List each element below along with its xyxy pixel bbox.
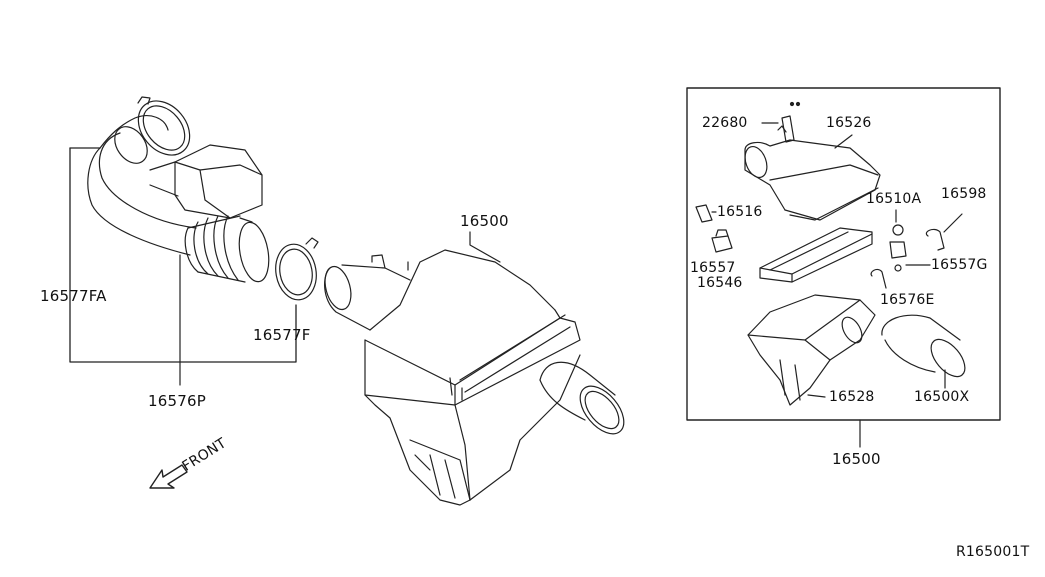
part-label-16577F: 16577F <box>253 326 311 344</box>
part-label-16500-box: 16500 <box>832 450 881 468</box>
part-label-16557G: 16557G <box>931 257 988 273</box>
part-label-16510A: 16510A <box>866 191 922 207</box>
air-duct-hose-drawing <box>69 96 297 386</box>
part-label-16557: 16557 <box>690 260 736 276</box>
part-label-16576E: 16576E <box>880 292 935 308</box>
part-label-16516: 16516 <box>717 204 763 220</box>
diagram-reference-code: R165001T <box>956 544 1030 560</box>
hose-clamp-drawing <box>275 237 319 301</box>
part-label-16546: 16546 <box>697 275 743 291</box>
part-label-16528: 16528 <box>829 389 875 405</box>
air-cleaner-assembly-drawing <box>324 231 625 506</box>
front-direction-arrow <box>149 464 188 489</box>
part-label-16577FA: 16577FA <box>40 287 107 305</box>
part-label-16576P: 16576P <box>148 392 206 410</box>
exploded-components-drawing <box>695 101 966 406</box>
part-label-16500X: 16500X <box>914 389 970 405</box>
exploded-view-frame <box>686 87 1001 421</box>
part-label-16500-main: 16500 <box>460 212 509 230</box>
part-label-16526: 16526 <box>826 115 872 131</box>
part-label-22680: 22680 <box>702 115 748 131</box>
part-label-16598: 16598 <box>941 186 987 202</box>
